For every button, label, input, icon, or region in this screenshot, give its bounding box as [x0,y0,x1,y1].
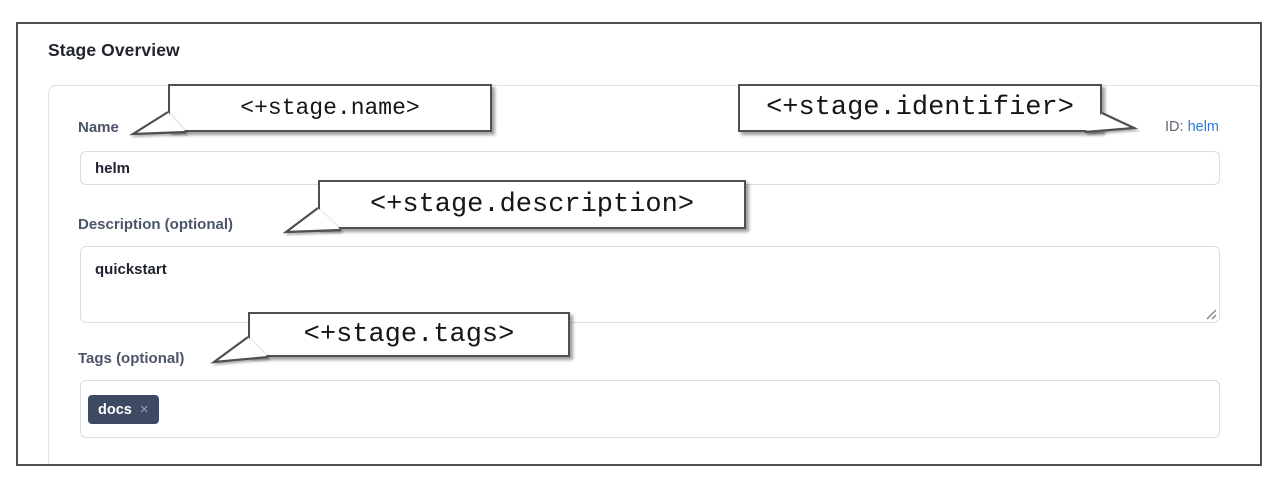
callout-stage-identifier: <+stage.identifier> [738,84,1102,132]
description-field-wrap: quickstart [80,246,1220,323]
page-title: Stage Overview [48,40,180,60]
callout-tail-name [128,111,187,136]
callout-tail-identifier [1084,112,1139,134]
tag-remove-icon[interactable]: × [139,401,149,418]
screenshot-frame: Stage Overview Name ID:helm Description … [16,22,1262,466]
name-label: Name [78,119,119,136]
tags-input[interactable]: docs × [80,380,1220,438]
callout-stage-name: <+stage.name> [168,84,492,132]
stage-id: ID:helm [1069,119,1219,135]
description-textarea[interactable]: quickstart [80,246,1220,323]
stage-overview-card: Name ID:helm Description (optional) quic… [48,85,1260,464]
tag-chip: docs × [88,395,159,424]
callout-tail-tags [210,336,269,364]
tags-label: Tags (optional) [78,350,185,367]
id-value: helm [1187,119,1219,135]
id-label: ID: [1165,119,1184,135]
description-label: Description (optional) [78,216,233,233]
callout-stage-description: <+stage.description> [318,180,746,229]
tag-chip-text: docs [98,401,132,418]
callout-tail-description [282,207,342,234]
callout-stage-tags: <+stage.tags> [248,312,570,357]
resize-handle-icon[interactable] [1205,308,1217,320]
